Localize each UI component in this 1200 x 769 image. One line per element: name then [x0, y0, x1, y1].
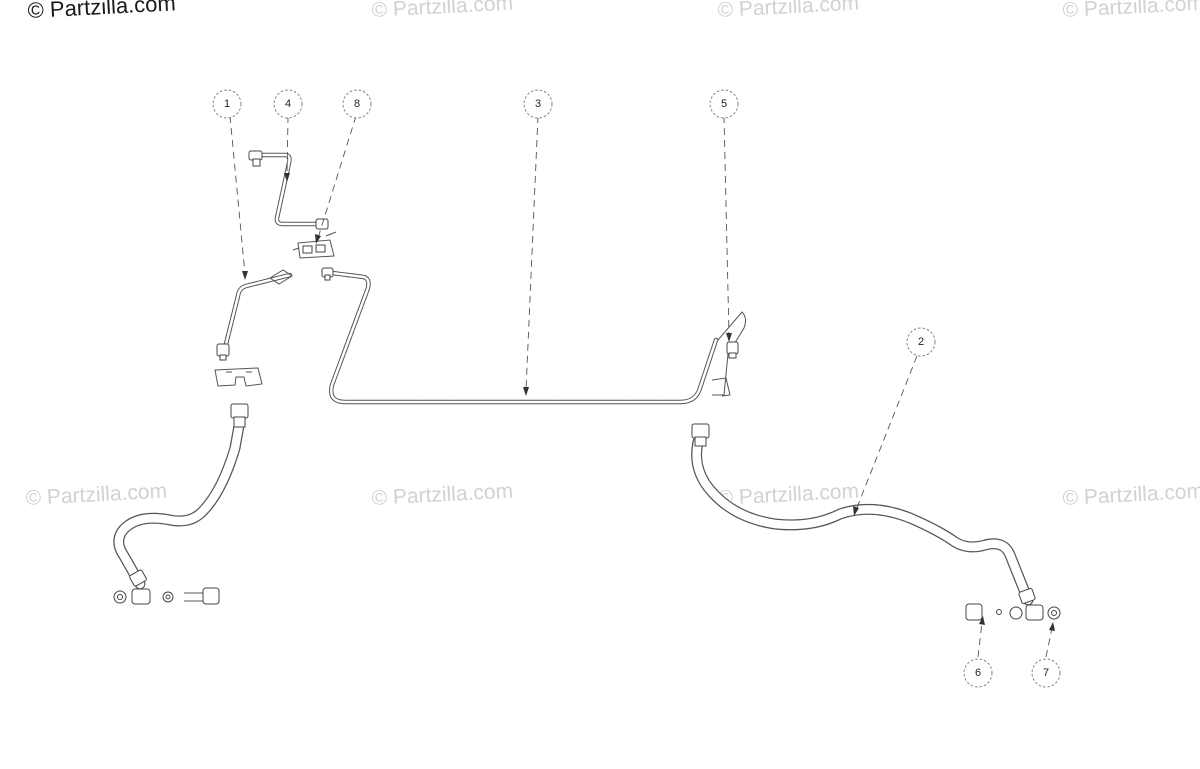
left-banjo-hardware	[113, 587, 220, 605]
partzilla-watermark: © Partzilla.com	[25, 480, 168, 510]
leader-line-6	[977, 621, 983, 658]
callout-2[interactable]: 2	[906, 327, 936, 357]
callout-label: 3	[535, 98, 541, 110]
right-banjo-hardware	[965, 603, 1061, 621]
callout-1[interactable]: 1	[212, 89, 242, 119]
right-bracket-part-5	[711, 311, 747, 397]
callout-5[interactable]: 5	[709, 89, 739, 119]
left-bracket	[214, 367, 263, 387]
brake-line-part-3	[321, 267, 719, 405]
callout-label: 6	[975, 667, 981, 679]
callout-label: 5	[721, 98, 727, 110]
right-brake-hose-part-2	[691, 423, 1036, 606]
arrow-head-icon	[1049, 622, 1055, 631]
leader-line-5	[723, 115, 730, 337]
leader-line-7	[1045, 627, 1053, 658]
arrow-head-icon	[726, 333, 732, 342]
leader-line-4	[286, 115, 289, 177]
arrow-head-icon	[853, 506, 859, 516]
partzilla-watermark: © Partzilla.com	[1062, 0, 1200, 22]
junction-block-part-8	[292, 231, 337, 259]
leader-line-2	[855, 355, 918, 511]
brake-line-part-4	[248, 150, 329, 230]
leader-line-3	[525, 115, 539, 391]
callout-label: 8	[354, 98, 360, 110]
leader-line-8	[317, 115, 357, 239]
brake-line-part-1	[216, 269, 293, 361]
partzilla-watermark-main: © Partzilla.com	[27, 0, 176, 23]
callout-4[interactable]: 4	[273, 89, 303, 119]
arrow-head-icon	[242, 271, 248, 280]
callout-6[interactable]: 6	[963, 658, 993, 688]
left-brake-hose	[113, 403, 249, 590]
partzilla-watermark: © Partzilla.com	[717, 480, 860, 510]
callout-label: 2	[918, 336, 924, 348]
arrow-head-icon	[979, 616, 985, 625]
leader-line-1	[229, 115, 246, 275]
callout-3[interactable]: 3	[523, 89, 553, 119]
callout-label: 7	[1043, 667, 1049, 679]
callout-label: 4	[285, 98, 291, 110]
callout-8[interactable]: 8	[342, 89, 372, 119]
partzilla-watermark: © Partzilla.com	[717, 0, 860, 22]
partzilla-watermark: © Partzilla.com	[371, 480, 514, 510]
callout-label: 1	[224, 98, 230, 110]
arrow-head-icon	[523, 387, 529, 396]
partzilla-watermark: © Partzilla.com	[371, 0, 514, 22]
callout-7[interactable]: 7	[1031, 658, 1061, 688]
arrow-head-icon	[284, 173, 290, 182]
leader-lines	[229, 115, 1055, 658]
arrow-head-icon	[315, 234, 321, 244]
partzilla-watermark: © Partzilla.com	[1062, 480, 1200, 510]
